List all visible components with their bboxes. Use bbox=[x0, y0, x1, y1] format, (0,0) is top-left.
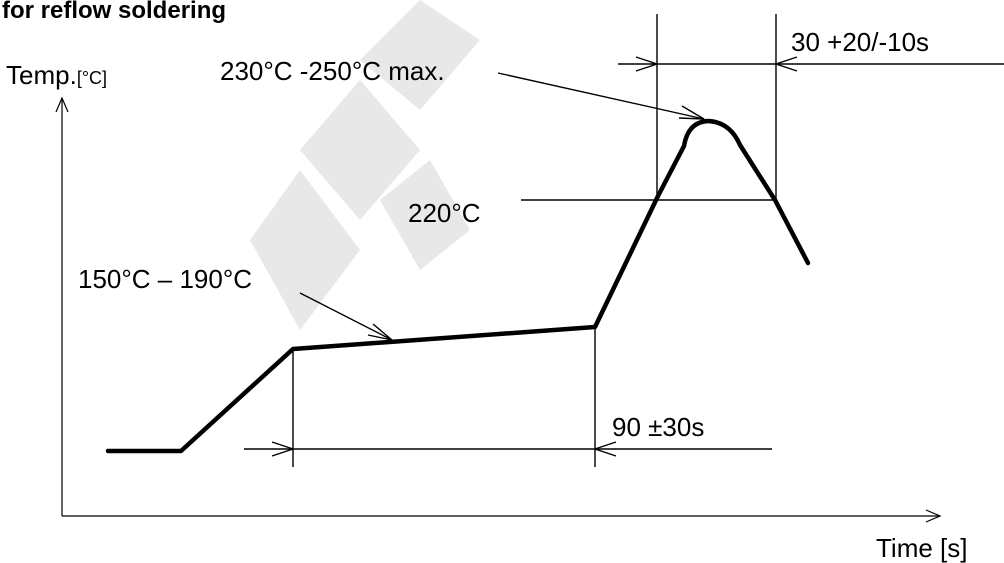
y-axis-label: Temp.[°C] bbox=[6, 60, 107, 90]
preheat-time-label: 90 ±30s bbox=[612, 412, 704, 442]
reflow-time-dimension bbox=[618, 56, 1004, 72]
liquidus-label: 220°C bbox=[408, 198, 481, 228]
diagram-title: for reflow soldering bbox=[2, 0, 226, 24]
y-axis bbox=[55, 96, 69, 516]
watermark bbox=[250, 0, 480, 330]
peak-leader-arrow bbox=[497, 72, 705, 120]
temperature-profile-curve bbox=[105, 118, 811, 454]
preheat-time-dimension bbox=[244, 441, 772, 457]
x-axis-label: Time [s] bbox=[876, 533, 967, 563]
reflow-time-label: 30 +20/-10s bbox=[791, 27, 929, 57]
peak-label: 230°C -250°C max. bbox=[220, 56, 445, 86]
x-axis bbox=[62, 509, 942, 523]
preheat-leader-arrow bbox=[299, 292, 393, 341]
preheat-label: 150°C – 190°C bbox=[78, 264, 252, 294]
